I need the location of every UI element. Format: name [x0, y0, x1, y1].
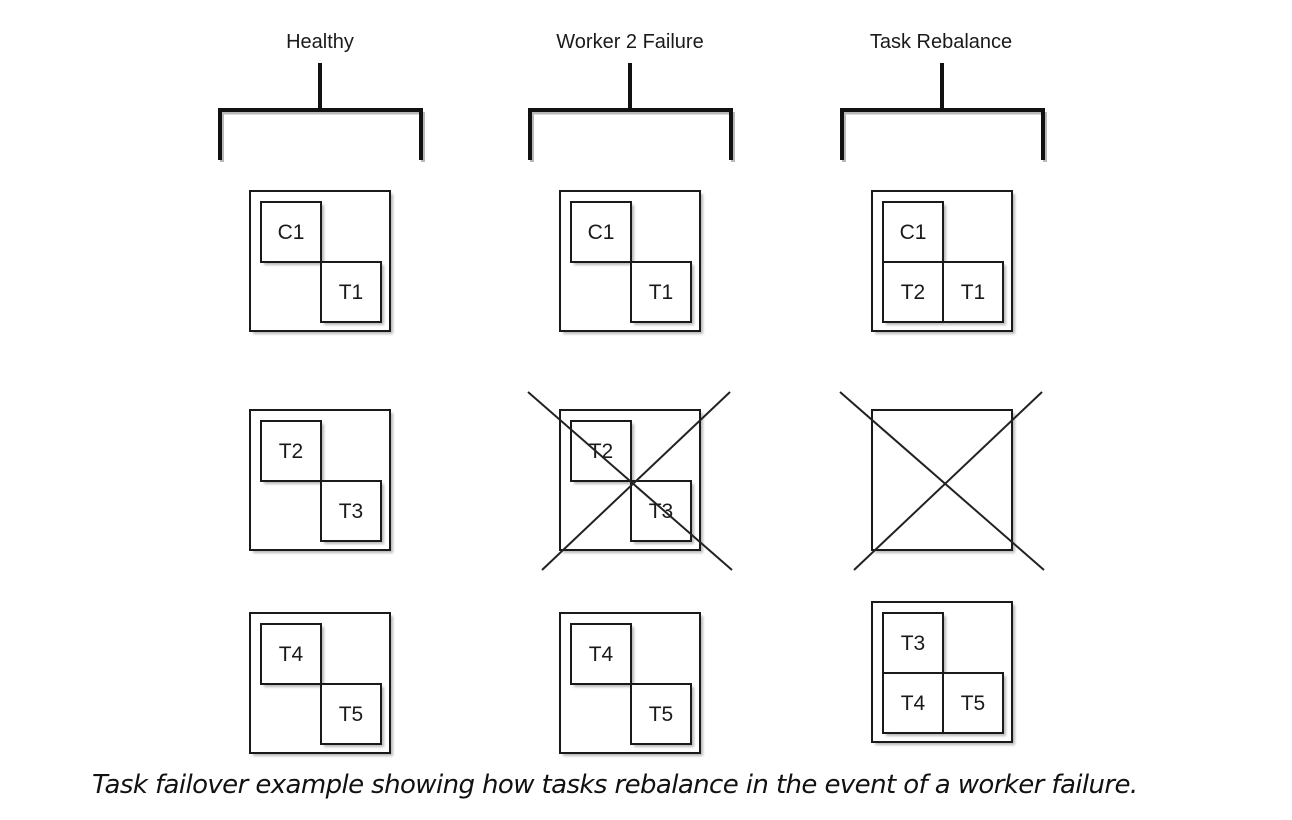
- task-label: T5: [961, 692, 986, 715]
- column-title-task-rebalance: Task Rebalance: [870, 31, 1012, 53]
- figure-caption: Task failover example showing how tasks …: [92, 770, 1138, 800]
- column-title-healthy: Healthy: [286, 31, 354, 53]
- failure-cross-line: [839, 391, 1045, 571]
- task-box: [260, 420, 322, 482]
- task-label: T3: [649, 500, 674, 523]
- group-bracket: [218, 63, 423, 160]
- task-label: T2: [589, 440, 614, 463]
- task-label: C1: [900, 221, 927, 244]
- task-box: [260, 201, 322, 263]
- task-box: [882, 261, 944, 323]
- group-bracket: [840, 63, 1045, 160]
- failure-cross-line: [527, 391, 733, 571]
- task-label: T3: [901, 632, 926, 655]
- task-box: [630, 261, 692, 323]
- task-box: [630, 683, 692, 745]
- task-box: [882, 672, 944, 734]
- task-box: [570, 420, 632, 482]
- task-label: T1: [339, 281, 364, 304]
- column-title-worker-failure: Worker 2 Failure: [556, 31, 703, 53]
- task-label: T4: [901, 692, 926, 715]
- task-box: [320, 480, 382, 542]
- task-label: C1: [278, 221, 305, 244]
- task-label: T3: [339, 500, 364, 523]
- task-box: [942, 261, 1004, 323]
- failure-cross-line: [541, 391, 731, 571]
- task-label: C1: [588, 221, 615, 244]
- task-box: [260, 623, 322, 685]
- task-label: T2: [279, 440, 304, 463]
- task-box: [882, 612, 944, 674]
- task-label: T5: [339, 703, 364, 726]
- task-label: T4: [279, 643, 304, 666]
- task-box: [320, 683, 382, 745]
- task-box: [570, 623, 632, 685]
- task-label: T1: [961, 281, 986, 304]
- task-label: T1: [649, 281, 674, 304]
- task-label: T2: [901, 281, 926, 304]
- task-label: T4: [589, 643, 614, 666]
- failure-cross-line: [853, 391, 1043, 571]
- task-label: T5: [649, 703, 674, 726]
- task-box: [570, 201, 632, 263]
- group-bracket: [528, 63, 733, 160]
- task-box: [942, 672, 1004, 734]
- task-box: [320, 261, 382, 323]
